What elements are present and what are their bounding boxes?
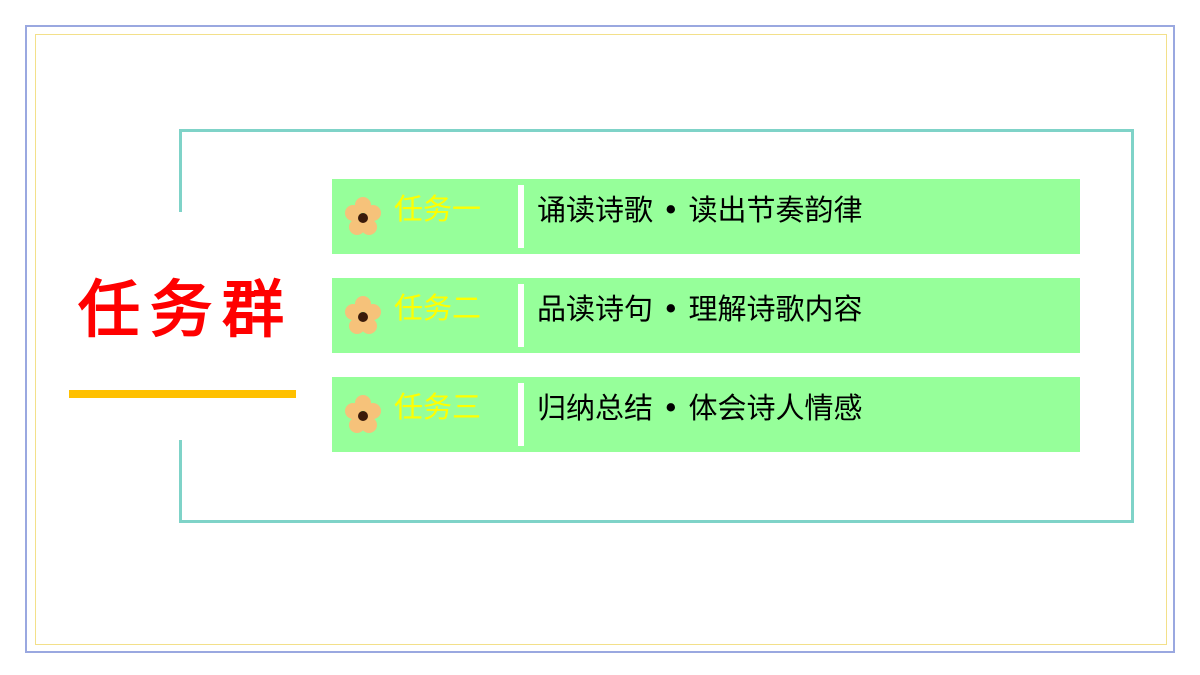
flower-icon — [345, 296, 381, 334]
task-label: 任务二 — [394, 291, 482, 325]
page-title: 任务群 — [78, 273, 295, 346]
task-row-2[interactable]: 任务二 品读诗句 • 理解诗歌内容 — [332, 278, 1080, 353]
flower-icon — [345, 395, 381, 433]
task-row-3[interactable]: 任务三 归纳总结 • 体会诗人情感 — [332, 377, 1080, 452]
task-text: 品读诗句 • 理解诗歌内容 — [537, 292, 863, 326]
bracket-left-bottom-line — [179, 440, 182, 523]
bracket-bottom-line — [179, 520, 1134, 523]
row-divider — [518, 383, 524, 446]
bracket-right-line — [1131, 129, 1134, 523]
row-divider — [518, 185, 524, 248]
flower-icon — [345, 197, 381, 235]
task-row-1[interactable]: 任务一 诵读诗歌 • 读出节奏韵律 — [332, 179, 1080, 254]
title-underline — [69, 390, 296, 398]
task-text: 诵读诗歌 • 读出节奏韵律 — [537, 193, 863, 227]
bracket-top-line — [179, 129, 1134, 132]
outer-frame — [25, 25, 1175, 653]
row-divider — [518, 284, 524, 347]
task-label: 任务一 — [394, 192, 482, 226]
bracket-left-top-line — [179, 129, 182, 212]
task-label: 任务三 — [394, 390, 482, 424]
task-text: 归纳总结 • 体会诗人情感 — [537, 391, 863, 425]
inner-frame — [35, 34, 1167, 645]
